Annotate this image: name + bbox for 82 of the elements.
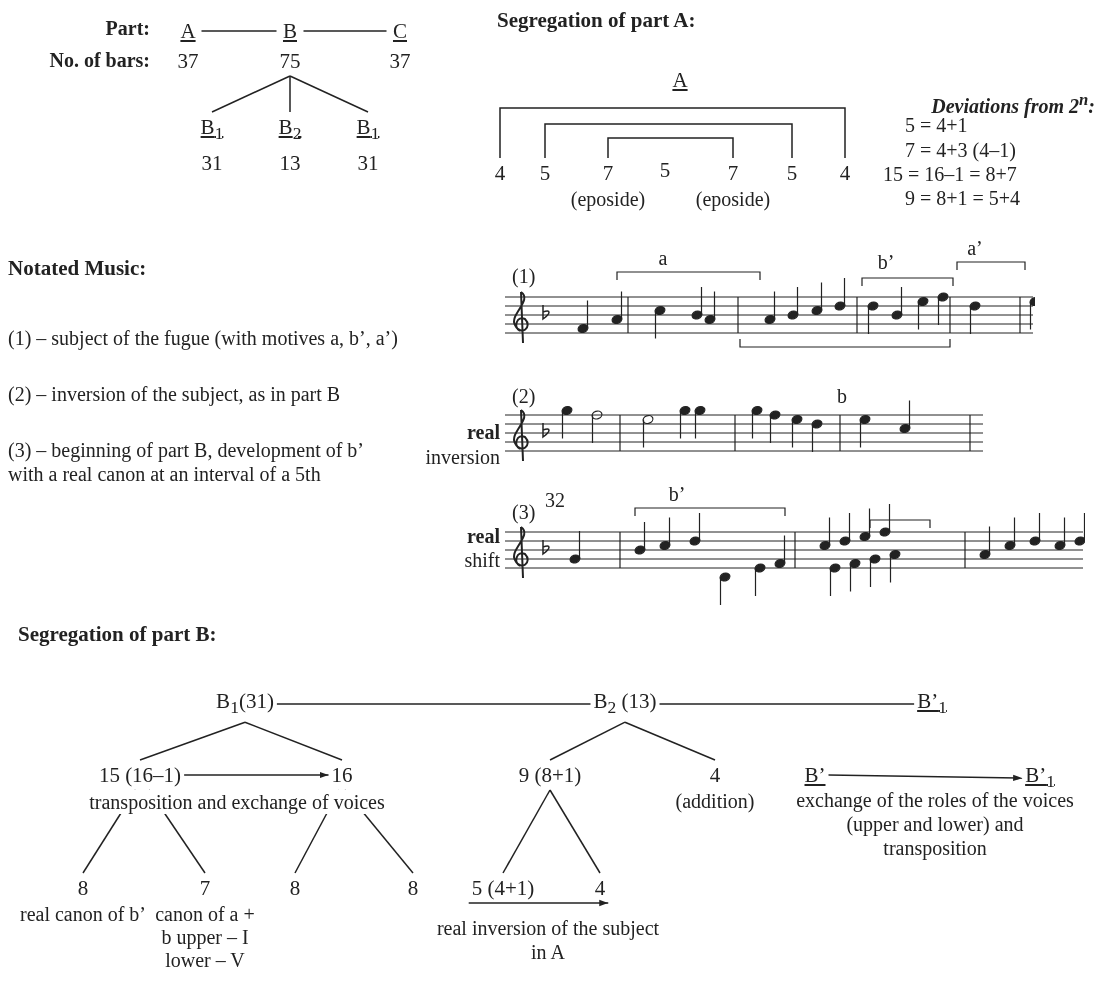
bar-count: 37: [389, 48, 411, 75]
tree-node-label: 16: [328, 760, 356, 790]
node-caption: (addition): [674, 790, 756, 813]
text-label: 9 = 8+1 = 5+4: [905, 186, 1022, 210]
text-label: Part:: [104, 16, 150, 40]
part-label: B$_{1}$: [356, 114, 380, 146]
text-label: (3) – beginning of part B, development of b’ with a real canon at an interval of a 5th: [8, 438, 364, 486]
text-label: a: [657, 246, 669, 270]
bar-count: 37: [177, 48, 199, 75]
part-label: B: [282, 18, 298, 45]
connector-line: [200, 30, 278, 32]
node-caption: (eposide): [570, 188, 646, 211]
text-label: 5: [658, 158, 672, 182]
text-label: real: [466, 420, 500, 444]
bracket-line: [607, 137, 734, 159]
part-label: B$_{2}$: [278, 114, 302, 146]
section-heading: Notated Music:: [8, 256, 148, 280]
bracket-line: [544, 123, 793, 159]
connector-line: [658, 703, 915, 705]
section-heading: Segregation of part B:: [18, 622, 218, 646]
text-label: 32: [545, 488, 566, 512]
text-label: (1) – subject of the fugue (with motives a, b’, a’): [8, 326, 399, 350]
text-label: b’: [876, 250, 896, 274]
part-label: C: [392, 18, 408, 45]
text-label: exchange of the roles of the voices (upper and lower) and transposition: [795, 788, 1075, 860]
bar-count: 13: [278, 150, 302, 178]
tree-node-label: B$_{1}$(31): [213, 686, 277, 723]
tree-node-label: 5: [783, 158, 801, 188]
arrow: [183, 771, 330, 779]
text-label: (2) – inversion of the subject, as in part B: [8, 382, 342, 406]
connector-line: [139, 721, 246, 761]
part-label: B$_{1}$: [200, 114, 224, 146]
connector-line: [244, 721, 343, 761]
connector-line: [549, 789, 601, 874]
connector-line: [211, 75, 291, 113]
text-label: b’: [667, 482, 687, 506]
section-heading: Segregation of part A:: [497, 8, 697, 32]
connector-line: [289, 75, 291, 113]
tree-node-label: 4: [491, 158, 509, 188]
tree-node-label: 7: [601, 160, 615, 187]
text-label: 7 = 4+3 (4–1): [905, 138, 1017, 162]
tree-node-label: B$_{2}$ (13): [590, 686, 660, 723]
text-label: shift: [463, 548, 500, 572]
text-label: a’: [966, 236, 984, 260]
arrow: [827, 774, 1023, 782]
connector-line: [549, 721, 626, 761]
connector-line: [289, 75, 369, 113]
text-label: No. of bars:: [48, 48, 150, 72]
text-label: (2): [512, 384, 537, 408]
tree-node-label: 8: [286, 873, 304, 903]
connector-line: [276, 703, 592, 705]
part-label: A: [179, 18, 197, 45]
tree-node-label: 4: [708, 762, 722, 789]
connector-line: [502, 789, 551, 874]
node-caption: real canon of b’: [18, 903, 147, 926]
bracket-line: [499, 107, 846, 159]
tree-node-label: 4: [836, 158, 854, 188]
tree-node-label: 15 (16–1): [95, 760, 185, 790]
tree-node-label: 4: [591, 873, 609, 903]
text-label: real: [466, 524, 500, 548]
tree-node-label: 8: [76, 875, 90, 902]
connector-line: [302, 30, 388, 32]
node-caption: (eposide): [695, 188, 771, 211]
connector-line: [624, 721, 716, 761]
bar-count: 31: [200, 150, 224, 178]
arrow: [467, 899, 609, 907]
text-label: b: [836, 384, 848, 408]
bar-count: 31: [356, 150, 380, 178]
tree-node-label: B’$_{1}$: [914, 686, 950, 723]
text-label: inversion: [424, 445, 500, 469]
tree-node-label: B’: [801, 760, 829, 790]
tree-node-label: 7: [726, 160, 740, 187]
bar-count: 75: [279, 48, 301, 75]
tree-node-label: 5: [536, 158, 554, 188]
text-label: (1): [512, 264, 537, 288]
tree-node-label: 9 (8+1): [515, 760, 585, 790]
text-label: A: [671, 68, 689, 92]
tree-node-label: 5 (4+1): [468, 873, 538, 903]
tree-node-label: 8: [404, 873, 422, 903]
text-label: 15 = 16–1 = 8+7: [883, 162, 1018, 186]
node-caption: canon of a + b upper – I lower – V: [154, 903, 256, 972]
tree-node-label: 7: [198, 875, 212, 902]
